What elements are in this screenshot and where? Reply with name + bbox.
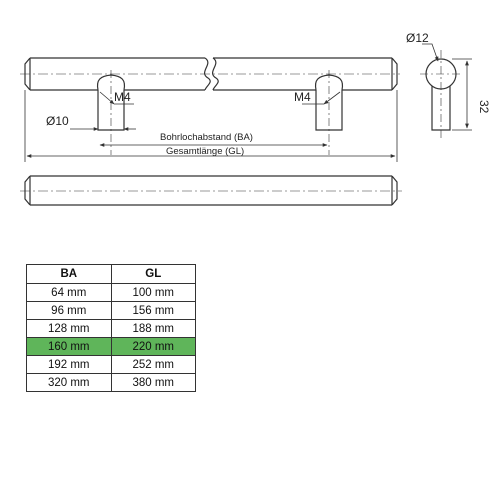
right-leg xyxy=(314,70,344,155)
header-gl: GL xyxy=(110,264,196,284)
cell-gl: 100 mm xyxy=(110,283,196,302)
table-row: 96 mm 156 mm xyxy=(26,301,196,320)
handle-top-view xyxy=(20,57,400,91)
table-row: 320 mm 380 mm xyxy=(26,373,196,392)
header-ba: BA xyxy=(26,264,112,284)
cell-ba: 192 mm xyxy=(26,355,112,374)
table-header-row: BA GL xyxy=(26,264,196,284)
table-row: 192 mm 252 mm xyxy=(26,355,196,374)
cell-gl: 188 mm xyxy=(110,319,196,338)
cell-gl: 252 mm xyxy=(110,355,196,374)
cell-ba: 64 mm xyxy=(26,283,112,302)
handle-bottom-view xyxy=(20,175,402,206)
m4-left-label: M4 xyxy=(114,90,131,104)
cell-ba: 96 mm xyxy=(26,301,112,320)
table-row: 64 mm 100 mm xyxy=(26,283,196,302)
table-row: 128 mm 188 mm xyxy=(26,319,196,338)
handle-side-view xyxy=(420,50,462,138)
cell-gl: 220 mm xyxy=(110,337,196,356)
gl-dimension-label: Gesamtlänge (GL) xyxy=(166,146,244,157)
diameter-12-label: Ø12 xyxy=(406,31,429,45)
cell-gl: 380 mm xyxy=(110,373,196,392)
ba-dimension-label: Bohrlochabstand (BA) xyxy=(160,132,253,143)
cell-ba: 320 mm xyxy=(26,373,112,392)
table-row: 160 mm 220 mm xyxy=(26,337,196,356)
left-leg xyxy=(96,70,126,155)
cell-gl: 156 mm xyxy=(110,301,196,320)
height-32-label: 32 xyxy=(477,100,491,114)
diameter-10-label: Ø10 xyxy=(46,114,69,128)
cell-ba: 160 mm xyxy=(26,337,112,356)
dimensions-table: BA GL 64 mm 100 mm 96 mm 156 mm 128 mm 1… xyxy=(26,264,196,392)
cell-ba: 128 mm xyxy=(26,319,112,338)
m4-right-label: M4 xyxy=(294,90,311,104)
